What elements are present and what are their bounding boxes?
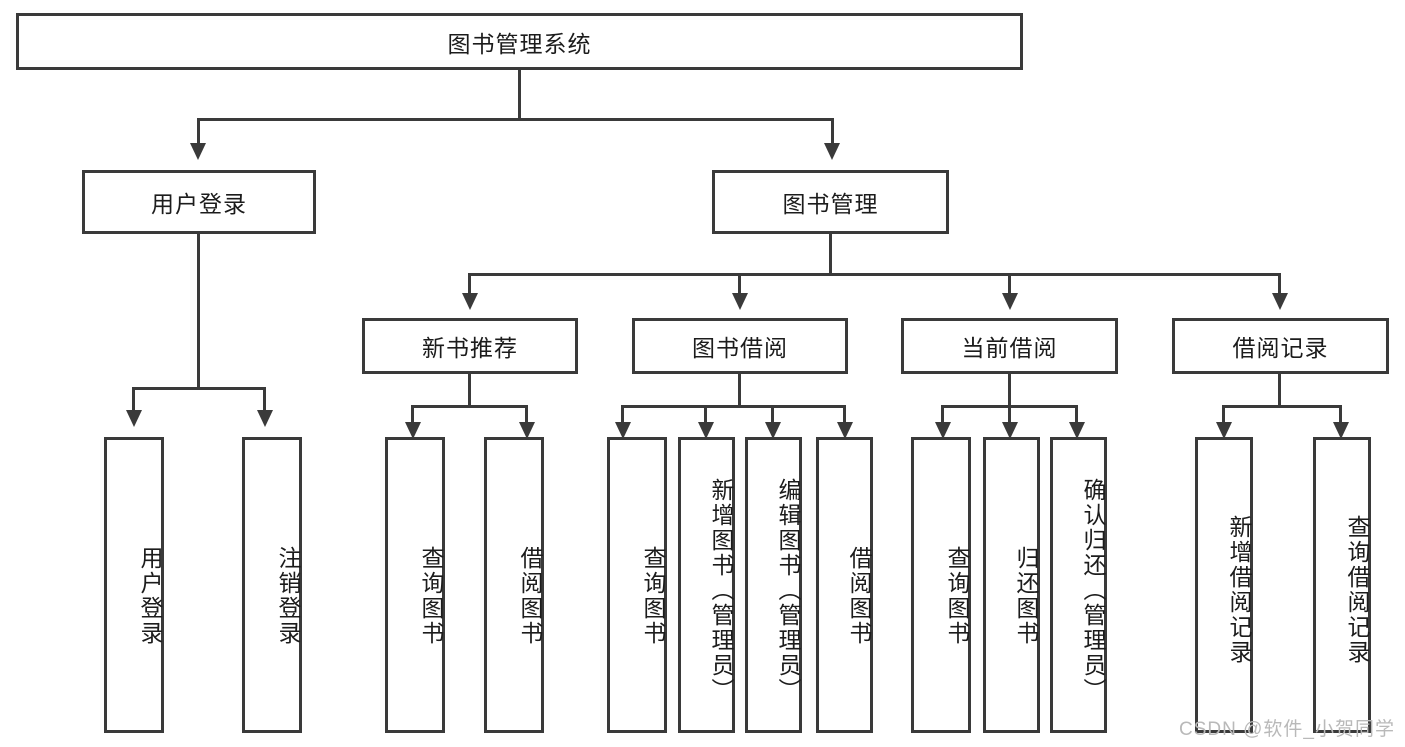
arrow-to-leaf-logout <box>257 410 273 427</box>
connector-book-borrow-leaf1 <box>621 405 624 425</box>
connector-root-bar <box>197 118 834 121</box>
connector-new-book-bar <box>411 405 528 408</box>
leaf-add-book-admin[interactable]: 新增图书（管理员） <box>678 437 735 733</box>
arrow-to-leaf-borrow-book-a <box>519 422 535 439</box>
connector-current-borrow-leaf1 <box>941 405 944 425</box>
node-label: 查询图书 <box>640 546 666 646</box>
connector-current-borrow-leaf3 <box>1075 405 1078 425</box>
connector-book-borrow-leaf3 <box>771 405 774 425</box>
connector-current-borrow-leaf2 <box>1008 405 1011 425</box>
connector-level3-bar <box>468 273 1281 276</box>
arrow-to-leaf-borrow-book-b <box>837 422 853 439</box>
arrow-to-current-borrow <box>1002 293 1018 310</box>
arrow-to-leaf-query-book-a <box>405 422 421 439</box>
node-label: 图书管理 <box>782 191 879 217</box>
connector-root-stem <box>518 70 521 118</box>
connector-root-to-book-management <box>831 118 834 145</box>
leaf-confirm-return-admin[interactable]: 确认归还（管理员） <box>1050 437 1107 733</box>
connector-borrow-record-leaf2 <box>1339 405 1342 425</box>
leaf-query-book-borrow[interactable]: 查询图书 <box>607 437 667 733</box>
connector-to-new-book <box>468 273 471 295</box>
node-label: 编辑图书（管理员） <box>775 477 801 703</box>
connector-borrow-record-leaf1 <box>1222 405 1225 425</box>
node-label: 用户登录 <box>137 546 163 646</box>
node-book-management[interactable]: 图书管理 <box>712 170 949 234</box>
leaf-borrow-book-borrow[interactable]: 借阅图书 <box>816 437 873 733</box>
arrow-to-book-borrow <box>732 293 748 310</box>
node-label: 查询图书 <box>944 546 970 646</box>
arrow-to-leaf-add-record <box>1216 422 1232 439</box>
leaf-borrow-book-recommend[interactable]: 借阅图书 <box>484 437 544 733</box>
connector-borrow-record-bar <box>1222 405 1342 408</box>
leaf-query-book-current[interactable]: 查询图书 <box>911 437 971 733</box>
connector-to-borrow-record <box>1278 273 1281 295</box>
connector-user-login-leaf2 <box>263 387 266 412</box>
node-label: 借阅记录 <box>1232 335 1329 361</box>
arrow-to-leaf-return-book <box>1002 422 1018 439</box>
connector-user-login-leaf1 <box>132 387 135 412</box>
connector-new-book-stem <box>468 374 471 405</box>
node-book-borrow[interactable]: 图书借阅 <box>632 318 848 374</box>
leaf-edit-book-admin[interactable]: 编辑图书（管理员） <box>745 437 802 733</box>
node-label: 确认归还（管理员） <box>1080 477 1106 703</box>
node-label: 新增借阅记录 <box>1226 515 1252 665</box>
connector-new-book-leaf1 <box>411 405 414 425</box>
connector-to-current-borrow <box>1008 273 1011 295</box>
leaf-query-book-recommend[interactable]: 查询图书 <box>385 437 445 733</box>
arrow-to-borrow-record <box>1272 293 1288 310</box>
connector-root-to-user-login <box>197 118 200 145</box>
connector-book-borrow-leaf4 <box>843 405 846 425</box>
arrow-to-leaf-query-book-c <box>935 422 951 439</box>
leaf-add-borrow-record[interactable]: 新增借阅记录 <box>1195 437 1253 733</box>
node-label: 借阅图书 <box>517 546 543 646</box>
arrow-to-leaf-query-book-b <box>615 422 631 439</box>
node-label: 归还图书 <box>1013 546 1039 646</box>
connector-user-login-bar <box>132 387 266 390</box>
arrow-to-user-login <box>190 143 206 160</box>
arrow-to-leaf-edit-book <box>765 422 781 439</box>
arrow-to-book-management <box>824 143 840 160</box>
node-new-book-recommend[interactable]: 新书推荐 <box>362 318 578 374</box>
leaf-query-borrow-record[interactable]: 查询借阅记录 <box>1313 437 1371 733</box>
leaf-logout[interactable]: 注销登录 <box>242 437 302 733</box>
connector-book-borrow-stem <box>738 374 741 405</box>
node-borrow-record[interactable]: 借阅记录 <box>1172 318 1389 374</box>
node-label: 借阅图书 <box>846 546 872 646</box>
arrow-to-new-book <box>462 293 478 310</box>
connector-current-borrow-stem <box>1008 374 1011 405</box>
node-user-login[interactable]: 用户登录 <box>82 170 316 234</box>
leaf-user-login[interactable]: 用户登录 <box>104 437 164 733</box>
leaf-return-book[interactable]: 归还图书 <box>983 437 1040 733</box>
node-label: 查询图书 <box>418 546 444 646</box>
arrow-to-leaf-confirm-return <box>1069 422 1085 439</box>
arrow-to-leaf-user-login <box>126 410 142 427</box>
node-label: 注销登录 <box>275 546 301 646</box>
node-label: 新增图书（管理员） <box>708 477 734 703</box>
node-label: 新书推荐 <box>422 335 518 361</box>
connector-borrow-record-stem <box>1278 374 1281 405</box>
connector-user-login-stem <box>197 234 200 387</box>
connector-book-management-stem <box>829 234 832 273</box>
connector-new-book-leaf2 <box>525 405 528 425</box>
node-label: 用户登录 <box>151 191 247 217</box>
node-label: 图书管理系统 <box>447 30 592 57</box>
node-root-book-management-system[interactable]: 图书管理系统 <box>16 13 1023 70</box>
node-current-borrow[interactable]: 当前借阅 <box>901 318 1118 374</box>
connector-book-borrow-leaf2 <box>704 405 707 425</box>
node-label: 查询借阅记录 <box>1344 515 1370 665</box>
node-label: 图书借阅 <box>692 335 788 361</box>
connector-to-book-borrow <box>738 273 741 295</box>
arrow-to-leaf-add-book <box>698 422 714 439</box>
arrow-to-leaf-query-record <box>1333 422 1349 439</box>
connector-book-borrow-bar <box>621 405 845 408</box>
node-label: 当前借阅 <box>961 335 1058 361</box>
